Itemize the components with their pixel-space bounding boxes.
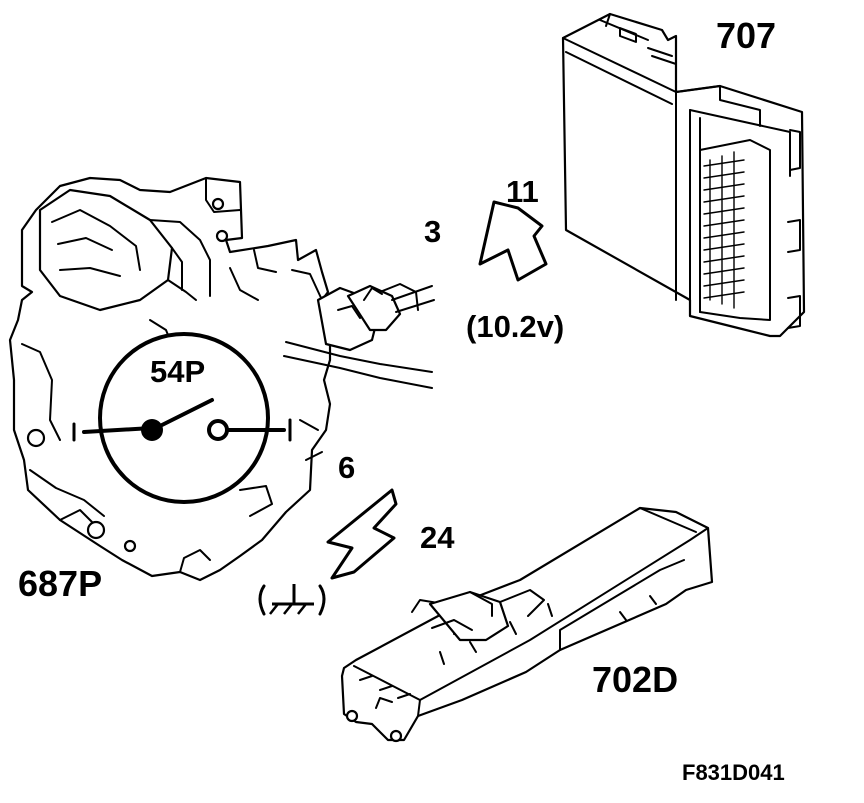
ground-icon: [258, 584, 326, 616]
switch-number-label: 702D: [592, 659, 679, 700]
pin-ground-sensor-label: 6: [338, 450, 356, 485]
signal-line-left: [82, 426, 154, 434]
ecu-module-707: [561, 12, 806, 338]
switch-contact: [207, 419, 229, 441]
figure-code: F831D041: [682, 760, 785, 785]
sensor-number-label: 687P: [18, 563, 103, 604]
switch-blade: [150, 398, 214, 432]
connector-label: 54P: [150, 354, 206, 389]
ground-arrow: [326, 488, 398, 580]
pin-ground-label: 24: [420, 520, 455, 555]
signal-arrow: [478, 200, 548, 282]
voltage-label: (10.2v): [466, 309, 565, 344]
switch-pivot: [141, 419, 163, 441]
pin-signal-label: 3: [424, 214, 442, 249]
switch-module-702d: [340, 506, 714, 743]
ecu-number-label: 707: [716, 15, 777, 56]
connector-gauge-54p: [72, 332, 292, 504]
pin-ecu-label: 11: [506, 174, 539, 209]
